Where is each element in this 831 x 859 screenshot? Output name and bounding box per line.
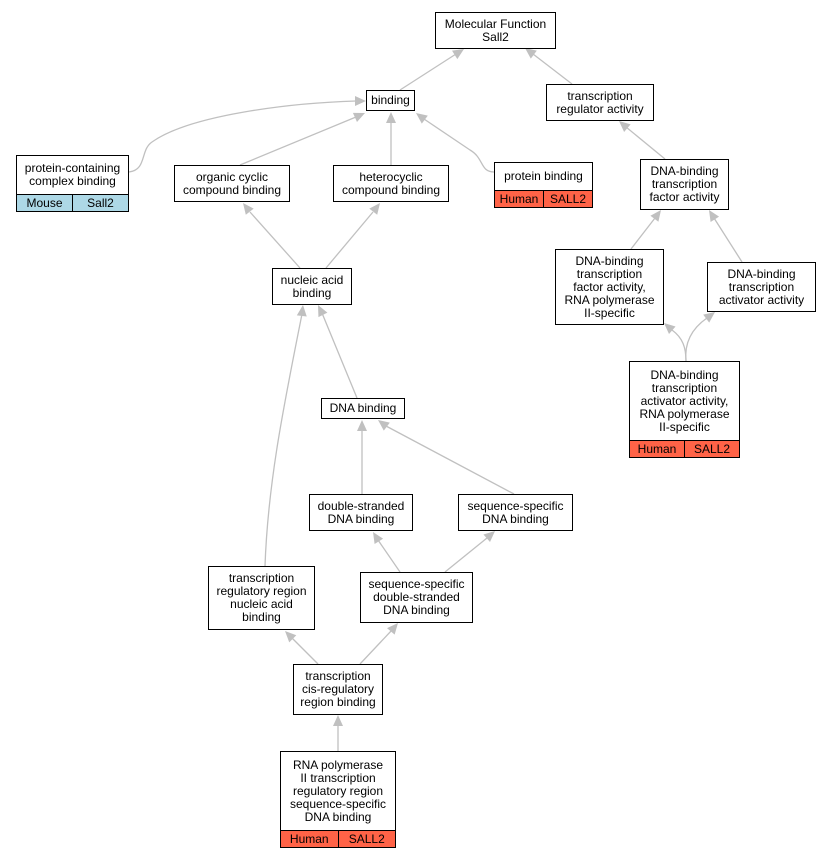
arrowhead	[416, 113, 428, 124]
annotation-row: Human SALL2	[495, 190, 592, 207]
arrowhead	[285, 631, 297, 643]
term-node-hcb[interactable]: heterocyclic compound binding	[333, 165, 449, 202]
term-node-mf[interactable]: Molecular Function Sall2	[435, 12, 556, 49]
edge-dbtaa2-to-dbtaa	[685, 317, 708, 362]
arrowhead	[452, 49, 464, 60]
arrowhead	[333, 715, 343, 726]
term-node-dsdb[interactable]: double-stranded DNA binding	[309, 494, 413, 531]
term-label: transcription cis-regulatory region bind…	[300, 669, 376, 709]
term-node-nab[interactable]: nucleic acid binding	[272, 268, 352, 305]
annotation-species: Human	[499, 192, 539, 206]
term-node-trrnab[interactable]: transcription regulatory region nucleic …	[208, 566, 315, 630]
annotation-gene: SALL2	[337, 831, 396, 847]
term-node-ssdb[interactable]: sequence-specific DNA binding	[458, 494, 573, 531]
term-label: Molecular Function Sall2	[444, 16, 547, 44]
edge-dbtfa-to-tra	[625, 126, 666, 160]
term-label: sequence-specific DNA binding	[467, 498, 564, 526]
edge-pb-to-binding	[423, 118, 495, 173]
annotation-gene: SALL2	[684, 441, 739, 457]
term-label: heterocyclic compound binding	[341, 169, 441, 197]
arrowhead	[352, 112, 365, 123]
arrowhead	[318, 305, 328, 318]
term-node-dbtfa[interactable]: DNA-binding transcription factor activit…	[640, 159, 729, 210]
term-label: sequence-specific double-stranded DNA bi…	[368, 577, 465, 617]
term-node-dnab[interactable]: DNA binding	[321, 398, 405, 419]
term-label: transcription regulatory region nucleic …	[216, 571, 307, 624]
annotation-species: Mouse	[26, 196, 63, 210]
edge-ssdb-to-dnab	[385, 425, 515, 495]
arrowhead	[664, 323, 676, 335]
annotation-species: Human	[289, 832, 329, 846]
arrowhead	[378, 420, 390, 431]
arrowhead	[296, 305, 307, 317]
edge-dbtaa-to-dbtfa	[713, 217, 743, 263]
term-label: organic cyclic compound binding	[182, 169, 282, 197]
term-label: RNA polymerase II transcription regulato…	[289, 757, 387, 824]
edge-tra-to-mf	[532, 53, 573, 85]
arrowhead	[357, 420, 367, 431]
term-label: binding	[371, 93, 410, 107]
edge-nab-to-hcb	[325, 211, 374, 269]
annotation-row: Human SALL2	[630, 440, 739, 457]
term-node-tra[interactable]: transcription regulator activity	[546, 84, 654, 121]
term-label: DNA-binding transcription activator acti…	[639, 367, 730, 434]
term-node-ssdsdb[interactable]: sequence-specific double-stranded DNA bi…	[360, 572, 473, 623]
term-node-dbtaa2[interactable]: DNA-binding transcription activator acti…	[629, 361, 740, 458]
edge-tcrb-to-ssdsdb	[359, 629, 393, 665]
term-label: DNA-binding transcription activator acti…	[718, 266, 805, 307]
edge-dbtfa2-to-dbtfa	[630, 217, 656, 250]
term-node-dbtfa2[interactable]: DNA-binding transcription factor activit…	[555, 249, 664, 325]
term-label: DNA binding	[329, 401, 397, 415]
edge-tcrb-to-trrnab	[291, 637, 319, 665]
term-label: protein-containing complex binding	[24, 161, 121, 188]
term-label: double-stranded DNA binding	[317, 498, 405, 526]
term-label: transcription regulator activity	[556, 88, 644, 116]
edge-dnab-to-nab	[321, 312, 358, 399]
term-node-occb[interactable]: organic cyclic compound binding	[174, 165, 290, 202]
annotation-row: Human SALL2	[281, 830, 395, 847]
arrowhead	[709, 210, 720, 222]
arrowhead	[525, 48, 537, 59]
arrowhead	[483, 531, 495, 543]
arrowhead	[619, 121, 631, 132]
edge-binding-to-mf	[399, 53, 457, 91]
arrowhead	[650, 210, 661, 222]
arrowhead	[373, 532, 384, 544]
term-node-rnap[interactable]: RNA polymerase II transcription regulato…	[280, 751, 396, 848]
annotation-row: Mouse Sall2	[17, 194, 128, 211]
edge-ssdsdb-to-dsdb	[377, 539, 401, 573]
term-label: protein binding	[504, 169, 583, 183]
edge-trrnab-to-nab	[264, 313, 303, 567]
term-node-tcrb[interactable]: transcription cis-regulatory region bind…	[293, 664, 383, 715]
term-label: nucleic acid binding	[280, 272, 344, 300]
edge-nab-to-occb	[249, 211, 301, 269]
edge-ssdsdb-to-ssdb	[444, 537, 488, 573]
arrowhead	[387, 623, 398, 635]
arrowhead	[243, 203, 254, 215]
term-node-dbtaa[interactable]: DNA-binding transcription activator acti…	[707, 262, 816, 312]
annotation-species: Human	[637, 442, 677, 456]
edge-occb-to-binding	[239, 116, 357, 166]
arrowhead	[355, 96, 366, 106]
annotation-gene: SALL2	[543, 191, 592, 207]
edge-dbtaa2-to-dbtfa2	[671, 329, 687, 362]
term-node-binding[interactable]: binding	[366, 90, 415, 111]
term-label: DNA-binding transcription factor activit…	[564, 253, 655, 320]
annotation-gene: Sall2	[72, 195, 128, 211]
edge-pcb-to-binding	[128, 100, 357, 173]
term-label: DNA-binding transcription factor activit…	[649, 164, 720, 204]
arrowhead	[369, 203, 380, 215]
arrowhead	[703, 312, 715, 323]
arrowhead	[386, 112, 396, 123]
